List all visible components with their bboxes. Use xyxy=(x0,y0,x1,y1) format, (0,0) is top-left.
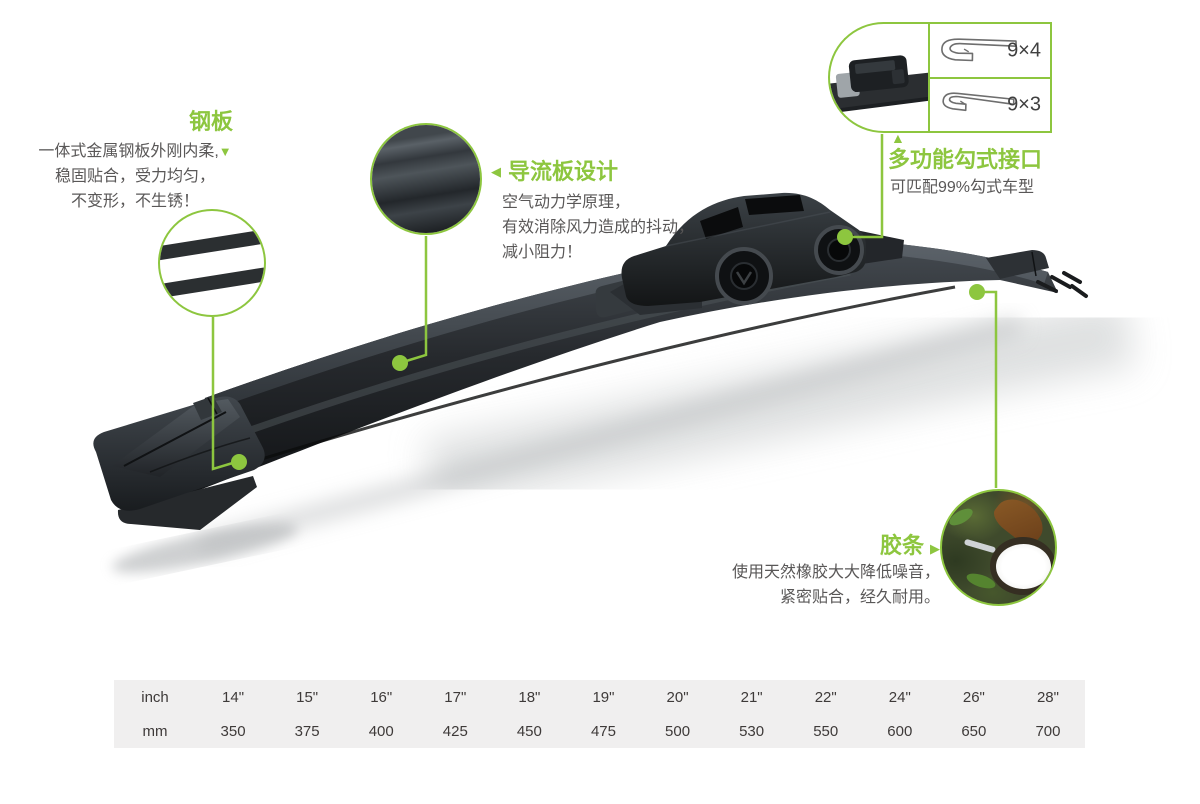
size-cell: 21" xyxy=(740,688,763,706)
adapter-photo-art xyxy=(830,55,928,114)
steel-strip xyxy=(160,225,264,263)
steel-text-line-2: 稳固贴合，受力均匀， xyxy=(54,168,215,185)
size-table: inch 14" 15" 16" 17" 18" 19" 20" 21" 22"… xyxy=(114,680,1085,748)
size-row-label: inch xyxy=(141,688,169,706)
latex-milk xyxy=(996,544,1051,589)
spoiler-callout-title: 导流板设计 xyxy=(508,159,619,184)
right-triangle-icon: ▶ xyxy=(930,541,940,556)
size-cell: 600 xyxy=(887,722,913,740)
blade-left-endcap xyxy=(93,396,265,530)
latex-spout xyxy=(963,538,997,554)
hook-callout-dot xyxy=(837,229,853,245)
hook-9x4-drawing xyxy=(941,38,1017,62)
callout-dots xyxy=(231,229,985,470)
spoiler-callout-heading: ◀ 导流板设计 xyxy=(491,159,618,185)
size-cell: 450 xyxy=(516,722,542,740)
spoiler-callout-dot xyxy=(392,355,408,371)
steel-text-line-1: 一体式金属钢板外刚内柔,▼ xyxy=(38,143,232,160)
size-cell: 530 xyxy=(739,722,765,740)
up-triangle-icon: ▲ xyxy=(891,130,905,146)
hook-callout-subtitle: 可匹配99%勾式车型 xyxy=(890,179,1035,196)
size-cell: 14" xyxy=(222,688,245,706)
adapter-photo xyxy=(828,22,928,133)
spoiler-text-line-3: 减小阻力！ xyxy=(502,244,583,261)
hook-size-label: 9×4 xyxy=(1007,39,1041,61)
size-cell: 28" xyxy=(1036,688,1059,706)
spoiler-text-line-1: 空气动力学原理， xyxy=(502,194,631,211)
rubber-callout-title: 胶条 xyxy=(879,533,924,558)
blade-groove xyxy=(231,285,956,470)
spoiler-callout-text: 空气动力学原理， 有效消除风力造成的抖动， 减小阻力！ xyxy=(502,190,694,265)
rubber-text-line-2: 紧密贴合，经久耐用。 xyxy=(779,589,940,606)
hook-9x3-drawing xyxy=(942,92,1015,112)
hook-callout-line xyxy=(849,134,884,239)
steel-callout-title: 钢板 xyxy=(188,109,233,134)
size-cell: 17" xyxy=(444,688,467,706)
size-cell: 22" xyxy=(814,688,837,706)
rubber-photo-circle xyxy=(940,489,1057,606)
size-cell: 26" xyxy=(962,688,985,706)
size-cell: 425 xyxy=(442,722,468,740)
size-cell: 15" xyxy=(296,688,319,706)
size-cell: 400 xyxy=(368,722,394,740)
hook-callout-title: 多功能勾式接口 xyxy=(888,147,1043,172)
steel-callout-line xyxy=(211,317,237,471)
steel-callout-dot xyxy=(231,454,247,470)
size-cell: 475 xyxy=(590,722,616,740)
rubber-callout-text: 使用天然橡胶大大降低噪音， 紧密贴合，经久耐用。 xyxy=(600,560,940,610)
blade-top-face xyxy=(205,238,1048,408)
hook-diagram-9x4: 9×4 xyxy=(928,22,1052,79)
size-cell: 24" xyxy=(888,688,911,706)
size-row-label: mm xyxy=(142,722,168,740)
size-cell: 550 xyxy=(813,722,839,740)
steel-callout-text: 一体式金属钢板外刚内柔,▼ 稳固贴合，受力均匀， 不变形，不生锈！ xyxy=(25,139,245,214)
steel-text-line-3: 不变形，不生锈！ xyxy=(70,193,199,210)
down-triangle-icon: ▼ xyxy=(218,144,232,159)
size-cell: 500 xyxy=(665,722,691,740)
blade-right-tip xyxy=(986,250,1088,298)
spoiler-callout-line xyxy=(402,236,428,364)
size-cell: 375 xyxy=(294,722,320,740)
size-cell: 19" xyxy=(592,688,615,706)
spoiler-text-line-2: 有效消除风力造成的抖动， xyxy=(502,219,695,236)
size-cell: 700 xyxy=(1035,722,1061,740)
size-cell: 650 xyxy=(961,722,987,740)
rubber-text-line-1: 使用天然橡胶大大降低噪音， xyxy=(731,564,940,581)
left-triangle-icon: ◀ xyxy=(491,164,501,179)
size-cell: 350 xyxy=(220,722,246,740)
size-cell: 20" xyxy=(666,688,689,706)
spoiler-zoom-circle xyxy=(370,123,482,235)
blade-center-adapter xyxy=(595,192,904,318)
hook-size-label: 9×3 xyxy=(1007,93,1041,116)
hook-diagram-9x3: 9×3 xyxy=(928,77,1052,133)
blade-shadow xyxy=(112,297,1136,573)
spoiler-closeup xyxy=(372,125,480,233)
rubber-callout-dot xyxy=(969,284,985,300)
rubber-callout-heading: 胶条 ▶ xyxy=(640,533,940,559)
steel-plate-zoom-circle xyxy=(158,209,266,317)
size-cell: 18" xyxy=(518,688,541,706)
size-cell: 16" xyxy=(370,688,393,706)
steel-strip xyxy=(160,263,264,301)
